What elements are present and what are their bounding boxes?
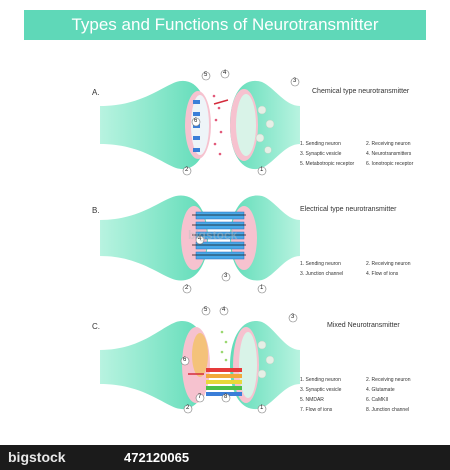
marker-a-6: 6 [194,118,198,124]
legend-a-item: 3. Synaptic vesicle [300,151,342,157]
marker-a-4: 4 [223,70,227,76]
legend-a-item: 6. Ionotropic receptor [366,161,414,167]
marker-c-3: 3 [291,314,295,320]
sending-neuron-b [100,195,208,281]
legend-b: 1. Sending neuron 2. Receiving neuron 3. … [300,259,440,279]
marker-b-1: 1 [260,285,264,291]
marker-a-2: 2 [185,167,189,173]
legend-c: 1. Sending neuron 2. Receiving neuron 3. … [300,375,440,415]
section-letter-b: B. [92,206,100,215]
section-letter-a: A. [92,88,100,97]
cleft-c-right [239,332,257,398]
marker-c-4: 4 [222,307,226,313]
junction-channels-b [195,211,245,260]
legend-a-item: 2. Receiving neuron [366,141,411,147]
marker-c-5: 5 [204,307,208,313]
footer-watermark: bigstock [8,449,66,465]
section-caption-b: Electrical type neurotransmitter [300,206,397,213]
arrow-a [213,99,229,105]
footer-bar: bigstock 472120065 [0,445,450,470]
synapse-chemical [100,80,300,170]
image-id: 472120065 [124,450,190,465]
legend-c-item: 1. Sending neuron [300,377,341,383]
vesicles-c [257,340,275,379]
marker-b-2: 2 [185,285,189,291]
vesicles-a [255,105,275,154]
marker-c-7: 7 [198,394,202,400]
legend-c-item: 3. Synaptic vesicle [300,387,342,393]
legend-a-item: 1. Sending neuron [300,141,341,147]
marker-a-1: 1 [260,167,264,173]
legend-b-item: 2. Receiving neuron [366,261,411,267]
legend-b-item: 4. Flow of ions [366,271,399,277]
section-letter-c: C. [92,322,100,331]
legend-c-item: 8. Junction channel [366,407,410,413]
cleft-c-left [192,333,208,377]
synapse-electrical [100,195,300,281]
marker-a-3: 3 [293,78,297,84]
legend-b-item: 1. Sending neuron [300,261,341,267]
marker-c-2: 2 [186,405,190,411]
legend-a-item: 5. Metabotropic receptor [300,161,355,167]
neurotransmitter-dots-a [212,94,223,156]
ion-flow-arrows-b [192,214,246,256]
cleft-a-right [236,94,256,156]
legend-a: 1. Sending neuron 2. Receiving neuron 3. … [300,139,440,169]
legend-c-item: 2. Receiving neuron [366,377,411,383]
watermark-center: bigstock [188,228,238,242]
legend-c-item: 5. NMDAR [300,397,324,403]
legend-c-item: 7. Flow of ions [300,407,333,413]
title-banner: Types and Functions of Neurotransmitter [24,10,426,40]
legend-b-item: 3. Junction channel [300,271,344,277]
synapse-mixed [100,321,300,410]
marker-b-3: 3 [224,273,228,279]
legend-a-item: 4. Neurotransmitters [366,151,412,157]
marker-b-4: 4 [198,236,202,242]
number-markers [180,69,300,414]
sending-neuron-c [100,321,208,410]
marker-a-5: 5 [204,72,208,78]
marker-c-6: 6 [183,357,187,363]
neurotransmitter-dots-c [220,330,228,362]
legend-c-item: 6. CaMKII [366,397,389,403]
sending-neuron-a [100,80,208,170]
legend-c-item: 4. Glutamate [366,387,395,393]
section-caption-c: Mixed Neurotransmitter [327,322,400,329]
marker-c-8: 8 [224,394,228,400]
page-title: Types and Functions of Neurotransmitter [71,15,379,34]
ion-channel-bars-c [206,368,242,396]
section-caption-a: Chemical type neurotransmitter [312,88,410,95]
marker-c-1: 1 [260,405,264,411]
